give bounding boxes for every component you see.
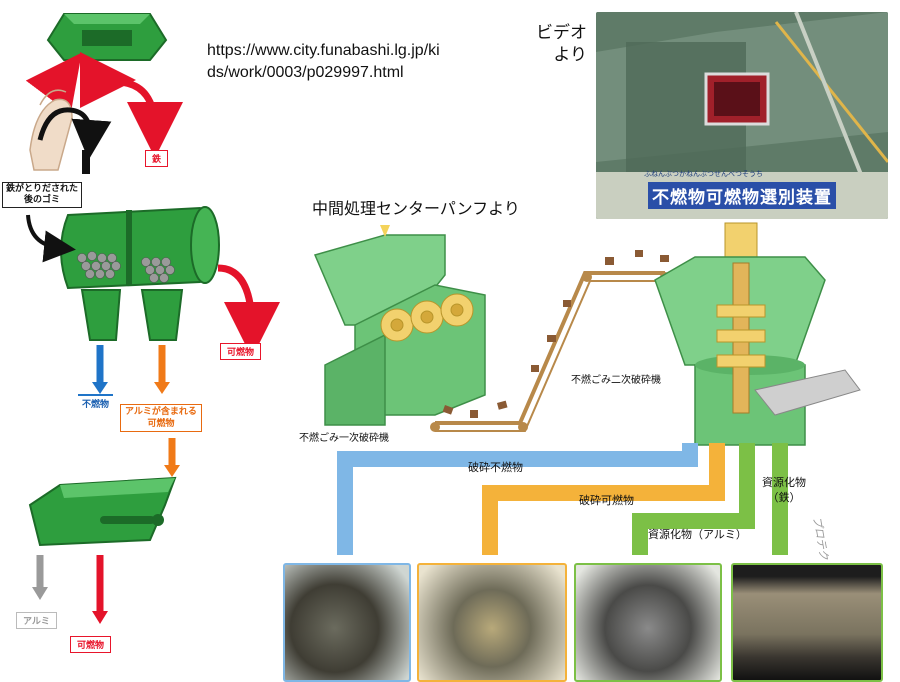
aluminum-mixed-label: アルミが含まれる 可燃物 xyxy=(120,404,202,432)
trommel-drum-icon xyxy=(60,206,220,341)
conveyor-belt-icon xyxy=(430,250,670,432)
photo-banner-title: 不燃物可燃物選別装置 xyxy=(648,182,836,209)
feed-arrow-icon xyxy=(26,214,76,263)
video-still-photo: ふねんぶつかねんぶつせんべつそうち 不燃物可燃物選別装置 xyxy=(596,12,888,219)
iron-label: 鉄 xyxy=(145,150,169,167)
left-process-diagram xyxy=(25,13,280,624)
curved-arrow-icon xyxy=(37,107,112,160)
video-caption: ビデオ より xyxy=(536,23,587,65)
noncombustible-debris-photo xyxy=(283,563,411,682)
secondary-crusher-label: 不燃ごみ二次破砕機 xyxy=(568,370,664,387)
magnetic-separator-icon xyxy=(46,13,168,61)
resource-iron-label: 資源化物 （鉄） xyxy=(762,476,806,504)
red-arrow-icon xyxy=(119,78,183,158)
crusher-process-diagram xyxy=(313,222,861,555)
hand-icon xyxy=(29,89,73,171)
resource-aluminum-label: 資源化物（アルミ） xyxy=(648,528,747,541)
eddy-current-separator-icon xyxy=(28,476,177,547)
aluminum-label: アルミ xyxy=(16,612,57,629)
combustible-debris-photo xyxy=(417,563,567,682)
source-url: https://www.city.funabashi.lg.jp/kids/wo… xyxy=(207,42,440,81)
crushed-noncombustible-label: 破砕不燃物 xyxy=(468,461,523,474)
noncombustible-label: 不燃物 xyxy=(78,394,114,411)
brochure-caption: 中間処理センターパンフより xyxy=(312,199,520,218)
after-iron-label: 鉄がとりだされた 後のゴミ xyxy=(2,182,83,208)
output-flow-bands xyxy=(337,443,788,555)
primary-crusher-label: 不燃ごみ一次破砕機 xyxy=(296,428,392,445)
combustible-label-1: 可燃物 xyxy=(220,343,262,360)
combustible-label-2: 可燃物 xyxy=(70,636,112,653)
secondary-crusher-icon xyxy=(654,222,861,446)
iron-bale-photo xyxy=(731,563,883,682)
crushed-combustible-label: 破砕可燃物 xyxy=(579,494,634,507)
red-arrow-icon xyxy=(217,264,280,358)
primary-crusher-icon xyxy=(313,225,486,426)
aluminum-scrap-photo xyxy=(574,563,722,682)
photo-furigana: ふねんぶつかねんぶつせんべつそうち xyxy=(644,170,763,178)
